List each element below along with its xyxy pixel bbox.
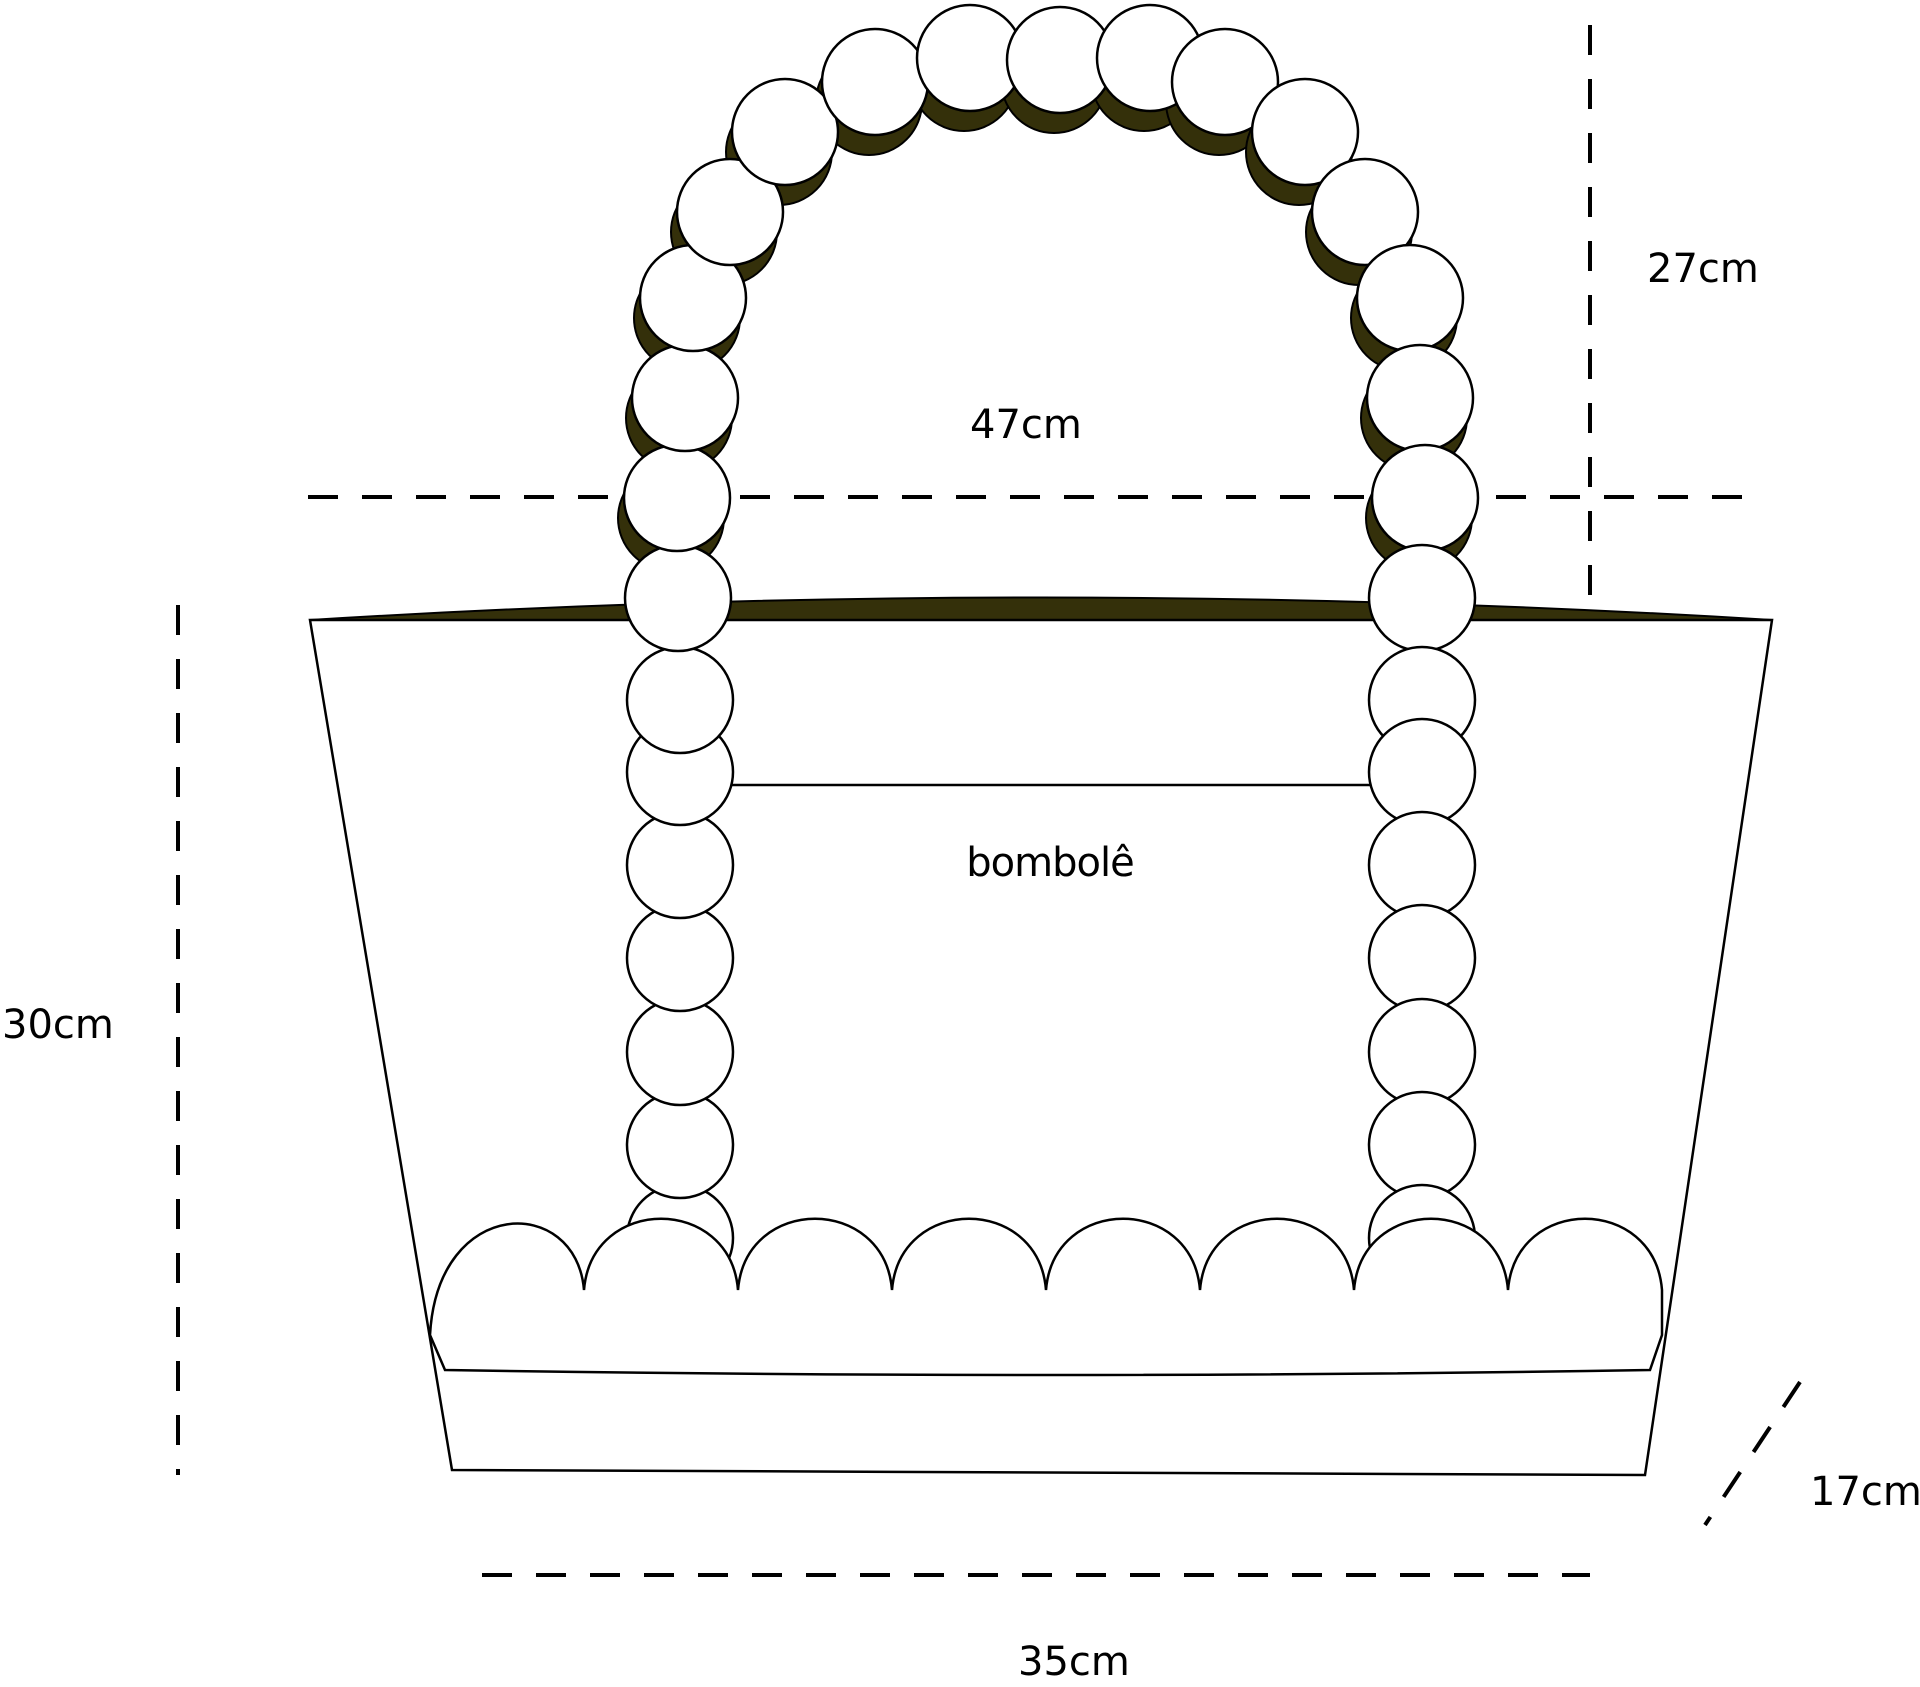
handle-bead — [675, 157, 785, 267]
handle-bead — [1310, 157, 1420, 267]
handle-bead — [1367, 903, 1477, 1013]
handle-bead — [630, 343, 740, 453]
handle-bead — [623, 543, 733, 653]
handle-bead — [622, 443, 732, 553]
handle-bead — [625, 810, 735, 920]
handle-bead — [1367, 717, 1477, 827]
handle-bead — [1367, 543, 1477, 653]
bottom-width-label: 35cm — [1018, 1639, 1130, 1685]
brand-logo: bombolê — [966, 840, 1133, 886]
depth-label: 17cm — [1810, 1469, 1920, 1515]
handle-bead — [625, 645, 735, 755]
handle-bead — [1367, 810, 1477, 920]
bag-lining-rim — [309, 596, 1773, 621]
handle-bead — [730, 77, 840, 187]
bag-height-label: 30cm — [2, 1002, 114, 1048]
handle-bead — [1170, 27, 1280, 137]
handle-height-label: 27cm — [1647, 246, 1759, 292]
depth-guide — [1703, 1380, 1802, 1527]
handle-bead — [1367, 997, 1477, 1107]
dimension-guides — [176, 25, 1802, 1577]
handle-bead — [1370, 443, 1480, 553]
handle-bead — [1367, 1090, 1477, 1200]
handle-bead — [625, 903, 735, 1013]
scalloped-trim-outline — [428, 1217, 1664, 1377]
handle-beads — [622, 3, 1480, 1293]
handle-bead — [1250, 77, 1360, 187]
handle-bead — [625, 1090, 735, 1200]
handle-bead — [625, 997, 735, 1107]
handle-bead — [1355, 243, 1465, 353]
handle-bead — [820, 27, 930, 137]
handle-bead — [1365, 343, 1475, 453]
scalloped-trim — [428, 1217, 1664, 1377]
top-width-label: 47cm — [970, 402, 1082, 448]
